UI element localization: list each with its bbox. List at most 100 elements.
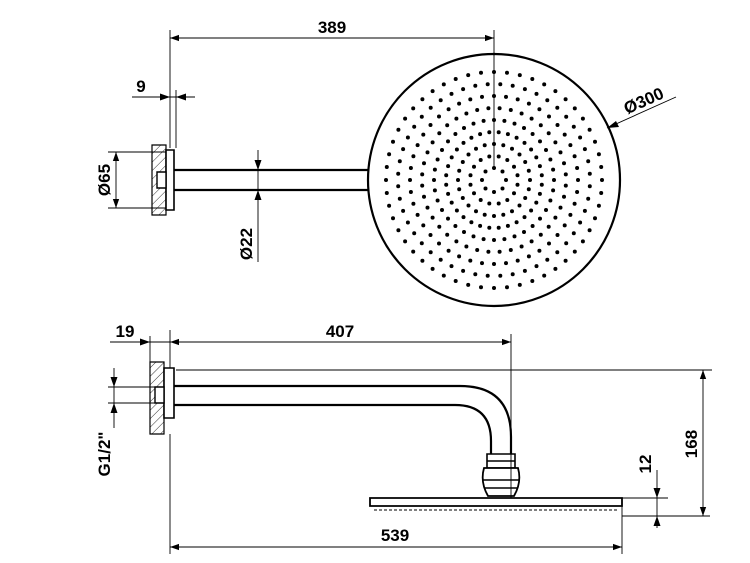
nozzle-dot — [505, 158, 510, 162]
nozzle-dot — [548, 157, 553, 162]
nozzle-dot — [492, 238, 496, 242]
nozzle-dot — [479, 70, 483, 75]
nozzle-dot — [568, 143, 573, 148]
nozzle-dot — [587, 184, 592, 189]
nozzle-dot — [391, 139, 395, 144]
nozzle-dot — [480, 261, 484, 266]
nozzle-dot — [435, 198, 440, 203]
nozzle-dot — [422, 194, 426, 199]
nozzle-dot — [453, 77, 458, 81]
nozzle-dot — [468, 182, 473, 187]
nozzle-dot — [558, 205, 563, 210]
nozzle-dot — [428, 233, 433, 237]
nozzle-dot — [454, 147, 459, 152]
nozzle-dot — [454, 239, 459, 244]
nozzle-dot — [599, 191, 604, 195]
nozzle-dot — [534, 200, 539, 205]
nozzle-dot — [466, 282, 471, 287]
nozzle-dot — [504, 261, 508, 266]
nozzle-dot — [466, 73, 471, 78]
nozzle-dot — [471, 121, 476, 126]
dim-label-539: 539 — [381, 526, 409, 545]
nozzle-dot — [457, 101, 462, 106]
nozzle-dot — [514, 220, 519, 225]
dim-label-300: Ø300 — [621, 84, 667, 118]
nozzle-dot — [514, 135, 519, 140]
nozzle-dot — [553, 215, 558, 220]
nozzle-dot — [428, 105, 433, 110]
nozzle-dot — [553, 89, 558, 94]
nozzle-dot — [396, 228, 401, 233]
nozzle-dot — [396, 171, 401, 176]
nozzle-dot — [534, 91, 539, 96]
nozzle-dot — [486, 249, 491, 254]
nozzle-dot — [411, 106, 416, 111]
nozzle-dot — [453, 132, 458, 136]
nozzle-dot — [445, 232, 450, 237]
nozzle-dot — [546, 224, 551, 229]
nozzle-dot — [469, 220, 474, 225]
dim-9-arrow-left — [160, 93, 170, 101]
nozzle-dot — [586, 159, 591, 164]
nozzle-dot — [593, 216, 597, 221]
nozzle-dot — [474, 146, 478, 151]
top-view: 389 9 Ø65 Ø22 Ø300 — [95, 18, 676, 306]
nozzle-dot — [432, 178, 436, 182]
nozzle-dot — [522, 140, 527, 145]
nozzle-dot — [412, 231, 417, 236]
shower-head-plate — [370, 498, 622, 506]
nozzle-dot — [530, 279, 535, 283]
nozzle-dot — [428, 123, 433, 127]
nozzle-dot — [512, 164, 516, 169]
nozzle-dot — [461, 268, 466, 273]
dim-g12-arrow-bottom — [110, 403, 118, 413]
nozzle-dot — [482, 212, 487, 217]
nozzle-dot — [515, 97, 520, 102]
nozzle-dot — [420, 258, 425, 263]
nozzle-dot — [446, 248, 451, 253]
nozzle-dot — [430, 89, 435, 94]
arm-side-inner — [174, 405, 491, 454]
nozzle-dot — [478, 158, 483, 162]
nozzle-dot — [555, 105, 560, 110]
dim-22-arrow-bottom — [254, 190, 262, 200]
nozzle-dot — [449, 264, 454, 269]
nozzle-dot — [487, 201, 492, 206]
nozzle-dot — [446, 191, 451, 196]
nozzle-dot — [575, 190, 580, 194]
nozzle-dot — [555, 250, 560, 255]
nozzle-dot — [501, 212, 506, 217]
nozzle-dot — [519, 244, 524, 249]
nozzle-dot — [572, 154, 577, 159]
nozzle-dot — [593, 139, 597, 144]
nozzle-dot — [510, 272, 515, 277]
nozzle-dot — [496, 201, 501, 206]
dim-label-g12: G1/2" — [95, 432, 114, 477]
nozzle-dot — [446, 164, 451, 169]
nozzle-dot — [461, 215, 466, 220]
nozzle-dot — [430, 140, 435, 145]
nozzle-dot — [440, 148, 444, 152]
nozzle-dot — [523, 160, 528, 164]
nozzle-dot — [441, 273, 446, 278]
nozzle-dot — [523, 196, 528, 200]
connector-top — [157, 172, 166, 188]
nozzle-dot — [468, 173, 473, 178]
nozzle-dot — [498, 82, 503, 87]
nozzle-dot — [475, 248, 480, 252]
nozzle-dot — [396, 127, 401, 132]
nozzle-dot — [492, 190, 496, 194]
nozzle-dot — [419, 241, 424, 246]
nozzle-dot — [599, 165, 604, 169]
nozzle-dot — [526, 168, 531, 173]
nozzle-dot — [401, 147, 406, 152]
nozzle-dot — [403, 239, 408, 244]
nozzle-dot — [562, 132, 567, 137]
nozzle-dot — [537, 164, 542, 169]
nozzle-dot — [564, 114, 569, 119]
nozzle-dot — [453, 279, 458, 283]
nozzle-dot — [419, 114, 424, 119]
nozzle-dot — [587, 127, 592, 132]
nozzle-dot — [468, 97, 473, 102]
nozzle-dot — [553, 140, 558, 145]
